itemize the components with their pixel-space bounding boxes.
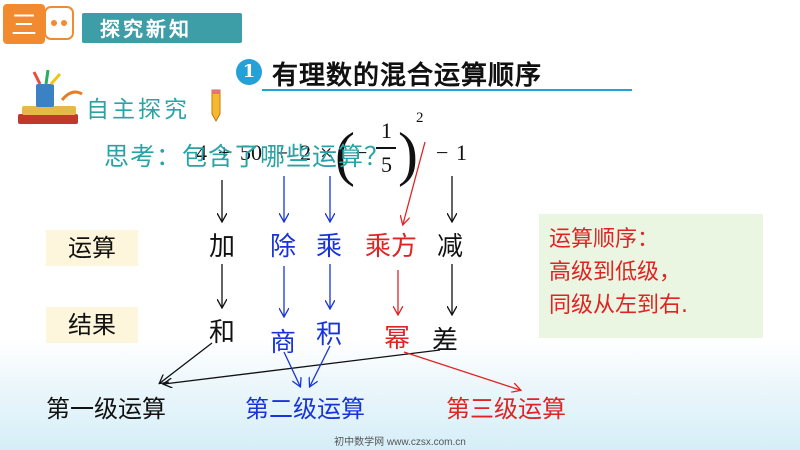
expr-minus-sign: − <box>355 140 368 165</box>
expr-right-paren: ) <box>398 121 418 187</box>
section-number-badge: 1 <box>236 59 262 85</box>
arrow-quotient-to-level2 <box>283 351 300 386</box>
footer-watermark: 初中数学网 www.czsx.com.cn <box>334 437 466 448</box>
explore-label: 自主探究 <box>86 97 190 123</box>
result-power: 幂 <box>384 324 411 354</box>
result-quotient: 商 <box>270 328 297 358</box>
arrow-power <box>403 141 426 224</box>
expr-times: × <box>320 140 333 165</box>
expr-exponent: 2 <box>416 110 424 126</box>
expr-denominator: 5 <box>381 152 392 177</box>
op-power: 乘方 <box>365 232 418 262</box>
arrow-product-to-level2 <box>310 345 331 386</box>
operations-row-label: 运算 <box>46 230 138 266</box>
header-bar <box>82 13 242 43</box>
header-title: 探究新知 <box>100 17 192 41</box>
expr-term-1: 1 <box>456 140 467 165</box>
op-subtract: 减 <box>437 232 464 262</box>
level-three-label: 第三级运算 <box>446 395 566 423</box>
expr-numerator: 1 <box>381 118 392 143</box>
background-wave <box>0 340 800 450</box>
expr-term-4: 4 <box>196 140 207 165</box>
op-divide: 除 <box>270 232 297 262</box>
header-icon-glyph: 三 <box>11 11 37 41</box>
op-add: 加 <box>209 232 236 262</box>
results-row-label: 结果 <box>46 307 138 343</box>
arrow-difference-to-level1 <box>164 349 441 384</box>
order-note-box: 运算顺序： 高级到低级， 同级从左到右. <box>539 214 763 338</box>
chat-bubble-icon: 三 <box>3 4 74 44</box>
expr-plus: + <box>218 140 231 165</box>
expr-left-paren: ( <box>335 121 355 187</box>
section-underline <box>262 89 632 91</box>
order-note-title: 运算顺序： <box>549 227 660 252</box>
level-one-label: 第一级运算 <box>46 395 166 423</box>
level-two-label: 第二级运算 <box>245 395 365 423</box>
arrow-power-to-level3 <box>403 351 520 390</box>
order-note-line-2: 同级从左到右. <box>549 293 688 318</box>
pencil-icon <box>211 89 221 122</box>
stationery-books-icon <box>18 70 83 124</box>
arrow-sum-to-level1 <box>160 342 213 383</box>
expr-minus: − <box>436 140 449 165</box>
section-title: 有理数的混合运算顺序 <box>272 60 543 90</box>
order-note-line-1: 高级到低级， <box>549 260 682 285</box>
expr-term-2: 2 <box>300 140 311 165</box>
expr-divide: ÷ <box>276 140 289 165</box>
result-product: 积 <box>316 320 343 350</box>
expr-fraction-bar <box>376 147 396 149</box>
result-sum: 和 <box>209 318 236 348</box>
question-text: 思考：包含了哪些运算？ <box>104 142 391 171</box>
expr-term-50: 50 <box>240 140 262 165</box>
op-multiply: 乘 <box>316 232 343 262</box>
